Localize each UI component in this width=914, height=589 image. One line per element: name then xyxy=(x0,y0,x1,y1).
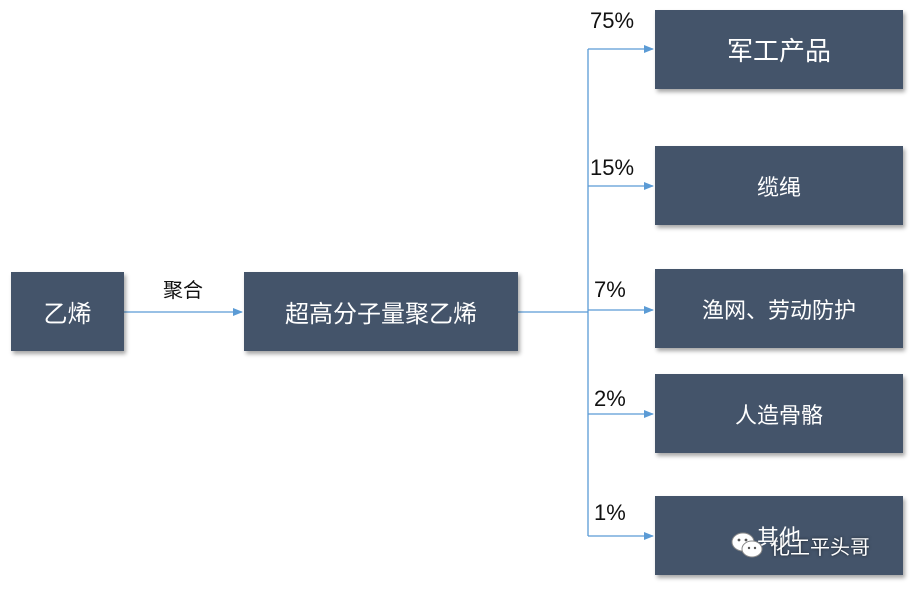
percent-label-bone: 2% xyxy=(594,386,626,411)
node-application-label: 渔网、劳动防护 xyxy=(701,298,856,324)
edge-label-polymerization: 聚合 xyxy=(163,278,203,302)
watermark-text: 化工平头哥 xyxy=(770,534,870,559)
node-application-other: 其他 xyxy=(655,496,903,575)
node-application-label: 军工产品 xyxy=(726,37,831,67)
node-application-label: 缆绳 xyxy=(756,175,801,201)
wechat-icon xyxy=(731,532,763,558)
node-application-fishnet: 渔网、劳动防护 xyxy=(655,269,903,348)
node-application-label: 其他 xyxy=(756,525,801,551)
node-application-military: 军工产品 xyxy=(655,10,903,89)
node-uhmwpe-label: 超高分子量聚乙烯 xyxy=(285,300,477,328)
node-uhmwpe: 超高分子量聚乙烯 xyxy=(244,272,518,351)
node-ethylene: 乙烯 xyxy=(11,272,124,351)
node-ethylene-label: 乙烯 xyxy=(43,300,92,328)
percent-label-rope: 15% xyxy=(590,155,635,180)
node-application-bone: 人造骨骼 xyxy=(655,374,903,453)
percent-label-military: 75% xyxy=(590,8,635,33)
node-application-rope: 缆绳 xyxy=(655,146,903,225)
percent-label-other: 1% xyxy=(594,500,626,525)
node-application-label: 人造骨骼 xyxy=(734,403,823,429)
watermark: 化工平头哥 xyxy=(730,528,870,562)
percent-label-fishnet: 7% xyxy=(594,277,626,302)
